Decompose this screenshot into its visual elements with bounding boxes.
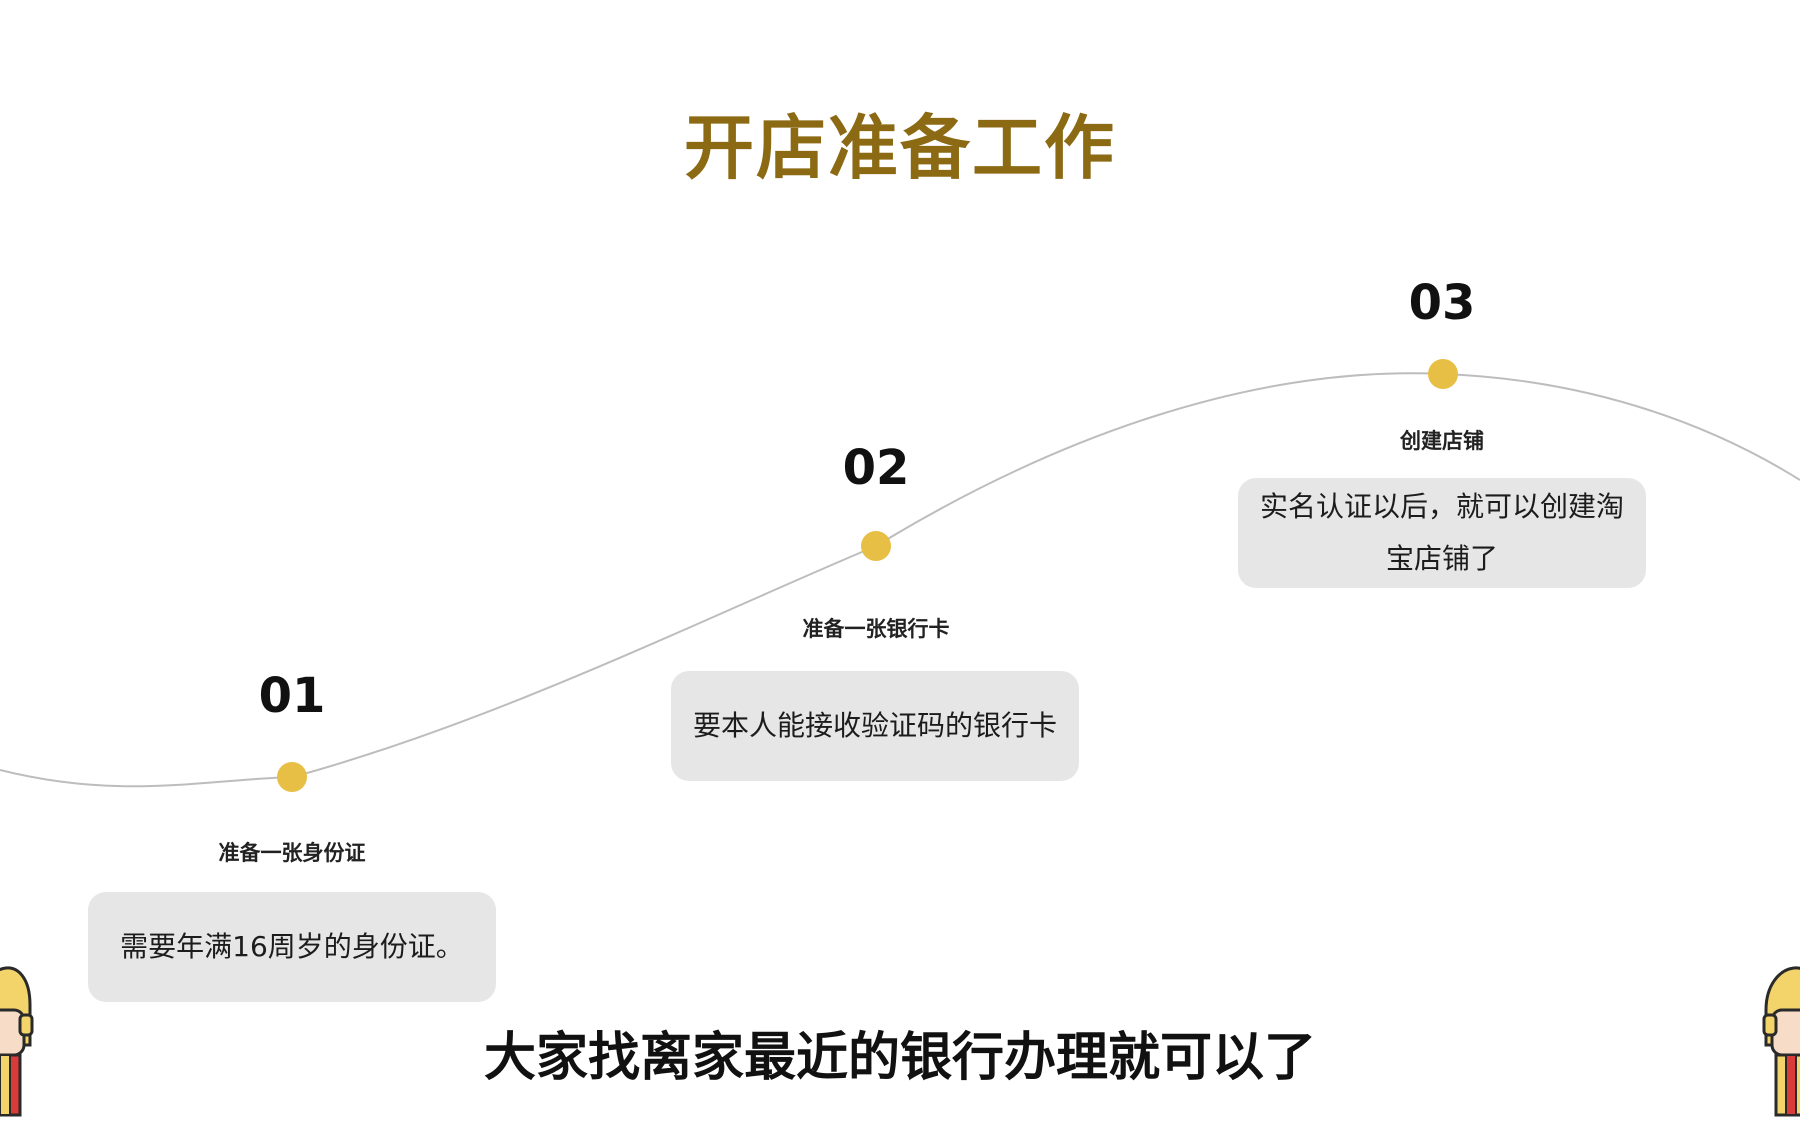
step-description-02: 要本人能接收验证码的银行卡 [692,709,1057,742]
timeline-dot-01 [277,762,307,792]
step-number-03: 03 [1408,275,1476,331]
step-number-01: 01 [258,668,326,724]
step-description-03: 实名认证以后，就可以创建淘宝店铺了 [1259,490,1624,575]
timeline-dot-03 [1428,359,1458,389]
step-label-03: 创建店铺 [1400,429,1484,453]
step-description-01: 需要年满16周岁的身份证。 [120,930,464,963]
slide-title: 开店准备工作 [684,107,1116,189]
step-label-01: 准备一张身份证 [218,841,366,865]
step-box-02: 要本人能接收验证码的银行卡 [671,671,1079,781]
subtitle-caption: 大家找离家最近的银行办理就可以了 [483,1028,1316,1088]
step-number-02: 02 [842,440,910,496]
step-box-01: 需要年满16周岁的身份证。 [88,892,496,1002]
right-mascot-icon [1762,966,1800,1117]
left-mascot-icon [0,966,34,1117]
timeline-dot-02 [861,531,891,561]
step-box-03: 实名认证以后，就可以创建淘宝店铺了 [1238,478,1646,588]
step-label-02: 准备一张银行卡 [802,617,950,641]
